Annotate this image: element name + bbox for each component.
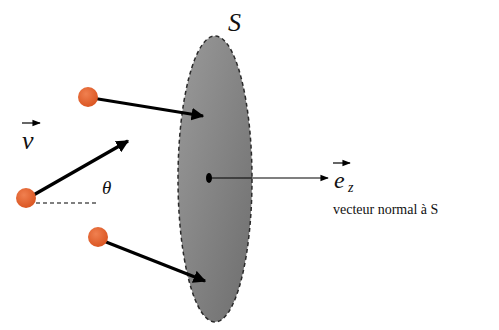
vector-arrow-symbol <box>333 162 350 163</box>
velocity-symbol: v <box>22 128 34 154</box>
surface-name: S <box>228 10 241 36</box>
surface-shape <box>178 36 252 322</box>
reference-line <box>36 202 98 203</box>
vector-arrow-symbol <box>22 122 40 123</box>
note-text: vecteur normal à S <box>333 203 438 217</box>
particle <box>16 188 36 208</box>
vector-symbol: e <box>334 168 345 192</box>
particle <box>88 227 108 247</box>
surface-ellipse: S <box>176 34 254 324</box>
subscript: z <box>348 181 353 195</box>
velocity-arrow <box>30 141 128 197</box>
particle <box>78 87 98 107</box>
angle-symbol: θ <box>102 178 111 197</box>
surface-outline <box>176 34 254 324</box>
